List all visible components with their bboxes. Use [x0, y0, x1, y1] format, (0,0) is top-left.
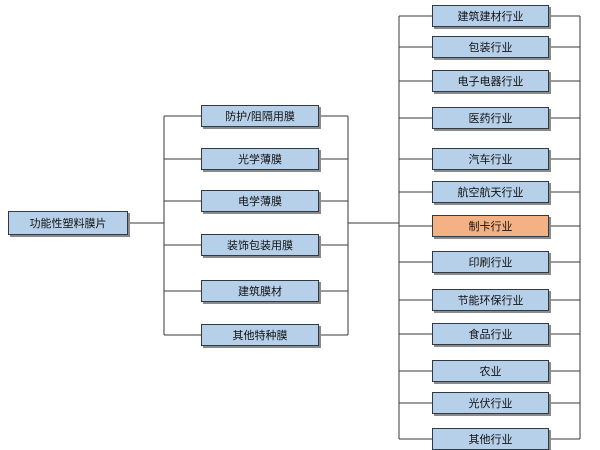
level2-node-label: 食品行业 — [468, 328, 513, 341]
level2-node: 汽车行业 — [432, 148, 549, 170]
level2-node-label: 农业 — [479, 365, 502, 378]
level2-node-label: 医药行业 — [468, 112, 513, 125]
level2-node: 印刷行业 — [432, 251, 549, 273]
root-node: 功能性塑料膜片 — [8, 211, 128, 235]
level2-node: 包装行业 — [432, 36, 549, 58]
level1-node: 电学薄膜 — [201, 190, 319, 212]
level1-node: 建筑膜材 — [201, 280, 319, 302]
level2-node-label: 包装行业 — [468, 41, 513, 54]
level1-node-label: 建筑膜材 — [238, 285, 282, 298]
level1-node-label: 装饰包装用膜 — [227, 239, 293, 252]
level2-node: 节能环保行业 — [432, 289, 549, 311]
level2-node-label: 建筑建材行业 — [457, 10, 524, 23]
level2-node-label: 电子电器行业 — [457, 75, 524, 88]
level2-node: 其他行业 — [432, 428, 549, 450]
level1-node-label: 防护/阻隔用膜 — [225, 110, 295, 123]
level2-node: 光伏行业 — [432, 392, 549, 414]
level1-node: 光学薄膜 — [201, 148, 319, 170]
level1-node-label: 电学薄膜 — [238, 195, 282, 208]
level2-node: 食品行业 — [432, 323, 549, 345]
level2-node: 农业 — [432, 360, 549, 382]
level2-node-label: 印刷行业 — [468, 256, 513, 269]
level2-node: 建筑建材行业 — [432, 5, 549, 27]
level2-node-label: 航空航天行业 — [457, 186, 524, 199]
level1-node: 装饰包装用膜 — [201, 234, 319, 256]
level1-node-label: 其他特种膜 — [232, 329, 288, 342]
level2-node-label: 其他行业 — [468, 433, 513, 446]
level2-node-label: 制卡行业 — [468, 220, 513, 233]
level2-node: 医药行业 — [432, 107, 549, 129]
root-node-label: 功能性塑料膜片 — [29, 217, 107, 230]
level1-node: 防护/阻隔用膜 — [201, 105, 319, 127]
level2-node-label: 节能环保行业 — [457, 294, 524, 307]
level2-node: 电子电器行业 — [432, 70, 549, 92]
level2-node-highlighted: 制卡行业 — [432, 215, 549, 237]
level2-node-label: 汽车行业 — [468, 153, 513, 166]
level1-node-label: 光学薄膜 — [238, 153, 282, 166]
level2-node-label: 光伏行业 — [468, 397, 513, 410]
level1-node: 其他特种膜 — [201, 324, 319, 346]
level2-node: 航空航天行业 — [432, 181, 549, 203]
